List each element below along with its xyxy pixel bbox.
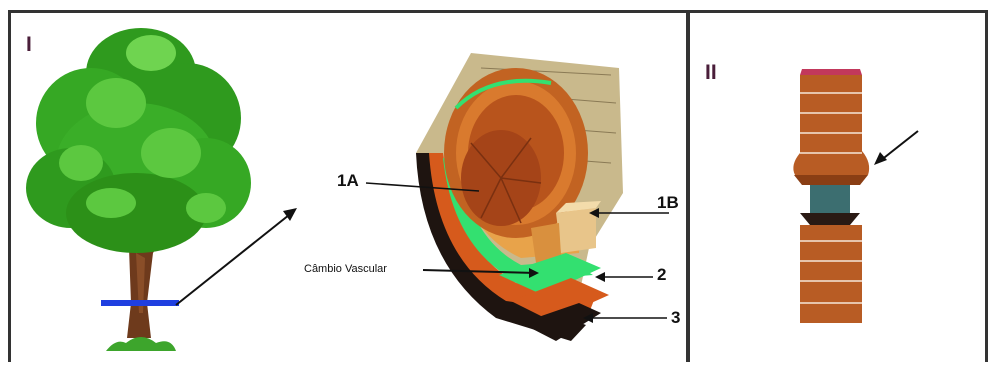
grass-base bbox=[106, 337, 176, 351]
label-cambio-vascular: Câmbio Vascular bbox=[304, 263, 387, 275]
panel-stem-constriction: II bbox=[688, 10, 988, 362]
panel-tree-cross-section: I bbox=[8, 10, 688, 362]
swelling-arrow bbox=[880, 131, 918, 161]
tree-trunk bbox=[127, 238, 163, 338]
cut-line bbox=[101, 300, 179, 306]
trunk-cross-section bbox=[416, 53, 623, 341]
label-1a: 1A bbox=[337, 171, 359, 191]
tree-foliage bbox=[26, 28, 251, 253]
label-3: 3 bbox=[671, 308, 680, 328]
label-2: 2 bbox=[657, 265, 666, 285]
stem-diagram-svg bbox=[690, 13, 990, 365]
label-1b: 1B bbox=[657, 193, 679, 213]
